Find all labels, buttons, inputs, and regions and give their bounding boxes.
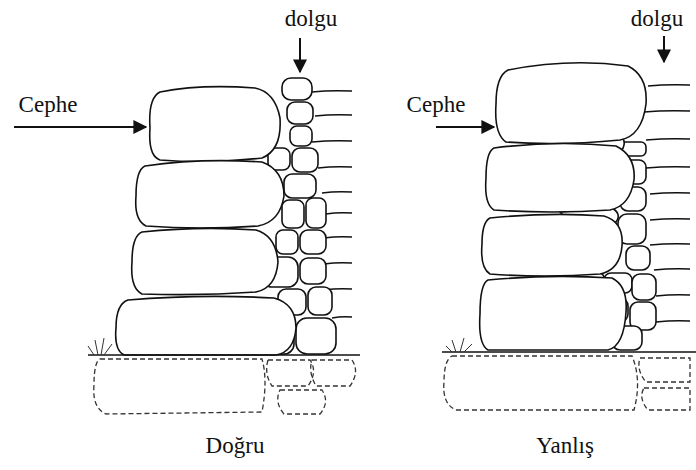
leader-arrows [14,36,664,127]
label-text: Cephe [407,92,466,117]
correct-wall [88,78,360,414]
label-text: Doğru [206,433,265,458]
label-text: dolgu [285,6,337,31]
label-text: Cephe [19,92,78,117]
label-text: Yanlış [536,433,594,458]
wrong-wall [442,63,696,410]
label-text: dolgu [631,6,683,31]
